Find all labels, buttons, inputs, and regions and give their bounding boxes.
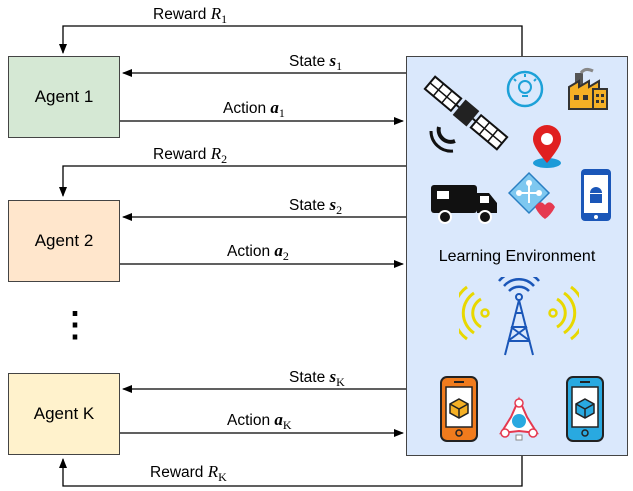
orange-phone-icon [440,376,478,442]
reward-2-arrow [59,165,406,197]
agent-2-box: Agent 2 [8,200,120,282]
agent-k-label: Agent K [33,404,95,423]
agent-k-box: Agent K [8,373,120,455]
android-phone-icon [581,169,611,221]
action-k-label: Action aK [227,410,292,433]
drone-icon [499,396,539,441]
agent-1-label: Agent 1 [34,87,94,106]
environment-title: Learning Environment [438,248,596,265]
reward-1-label: Reward R1 [153,4,228,27]
cell-tower-icon [459,277,579,356]
health-monitor-icon [507,171,555,219]
agent-1-box: Agent 1 [8,56,120,138]
state-2-label: State s2 [289,195,343,218]
state-1-label: State s1 [289,51,343,74]
state-k-label: State sK [289,367,345,390]
blue-phone-icon [566,376,604,442]
learning-environment-box: Learning Environment [406,56,628,456]
action-1-label: Action a1 [223,98,285,121]
reward-k-label: Reward RK [150,462,227,485]
reward-2-label: Reward R2 [153,144,228,167]
reward-k-arrow [59,456,523,487]
smart-bulb-icon [506,70,544,108]
location-pin-icon [533,125,561,168]
satellite-icon [423,75,509,153]
ellipsis: ⋮ [58,306,92,344]
factory-icon [568,67,608,110]
action-2-label: Action a2 [227,241,289,264]
truck-icon [431,185,497,224]
reward-1-arrow [59,25,523,56]
agent-2-label: Agent 2 [34,231,94,250]
